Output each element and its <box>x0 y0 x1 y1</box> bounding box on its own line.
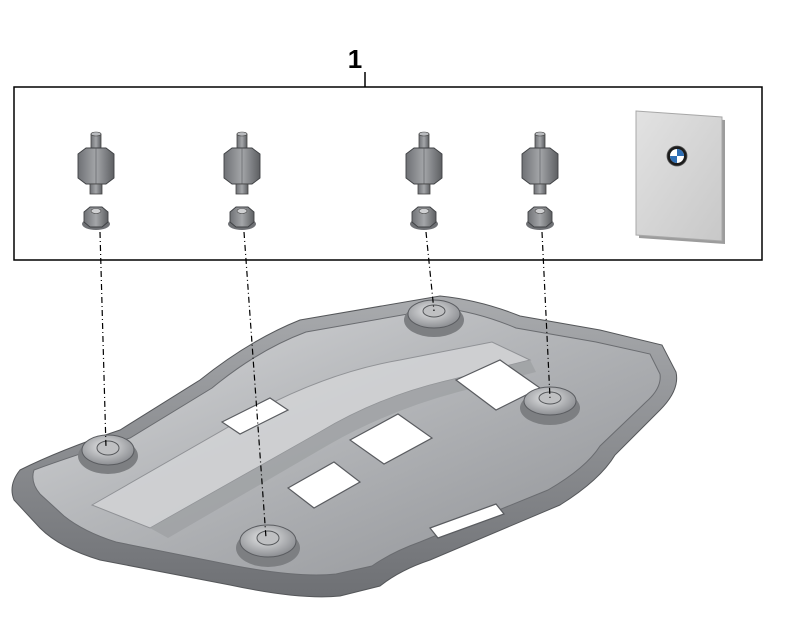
fastener-set-2 <box>223 131 261 230</box>
mounting-boss-rear-right <box>520 386 580 425</box>
stud-bolt <box>223 131 261 195</box>
assembly-guide-lines <box>99 231 551 539</box>
fastener-set-1 <box>77 131 115 230</box>
callout-number: 1 <box>348 44 362 74</box>
fastener-set-4 <box>521 131 559 230</box>
documentation-leaflet <box>635 110 725 244</box>
kit-contents-frame <box>13 86 763 261</box>
stud-bolt <box>521 131 559 195</box>
stud-bolt <box>405 131 443 195</box>
stud-bolt <box>77 131 115 195</box>
plate-slots <box>220 359 542 539</box>
flange-nut <box>410 206 438 230</box>
skid-plate <box>11 295 678 598</box>
flange-nut <box>228 206 256 230</box>
mounting-boss-front-right <box>236 524 300 567</box>
fastener-set-3 <box>405 131 443 230</box>
flange-nut <box>82 206 110 230</box>
mounting-boss-front-left <box>78 434 138 474</box>
mounting-boss-rear-left <box>404 299 464 337</box>
flange-nut <box>526 206 554 230</box>
bmw-logo-icon <box>666 145 688 167</box>
